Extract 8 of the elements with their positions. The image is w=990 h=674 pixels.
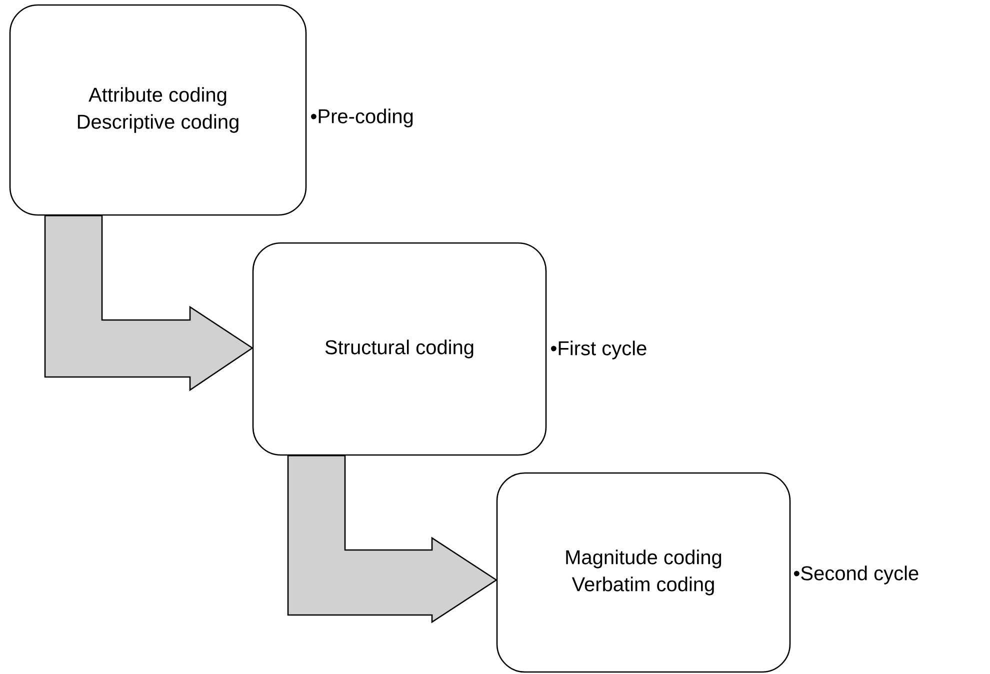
note-text: •Second cycle bbox=[794, 566, 918, 584]
bent-arrow bbox=[44, 215, 254, 392]
bent-arrow bbox=[287, 455, 498, 624]
note-text: •Pre-coding bbox=[311, 108, 413, 128]
process-box: Attribute coding Descriptive coding bbox=[9, 4, 307, 216]
process-box: Magnitude coding Verbatim coding bbox=[496, 472, 791, 673]
process-box: Structural coding bbox=[252, 242, 547, 456]
note-text: •First cycle bbox=[551, 340, 646, 360]
